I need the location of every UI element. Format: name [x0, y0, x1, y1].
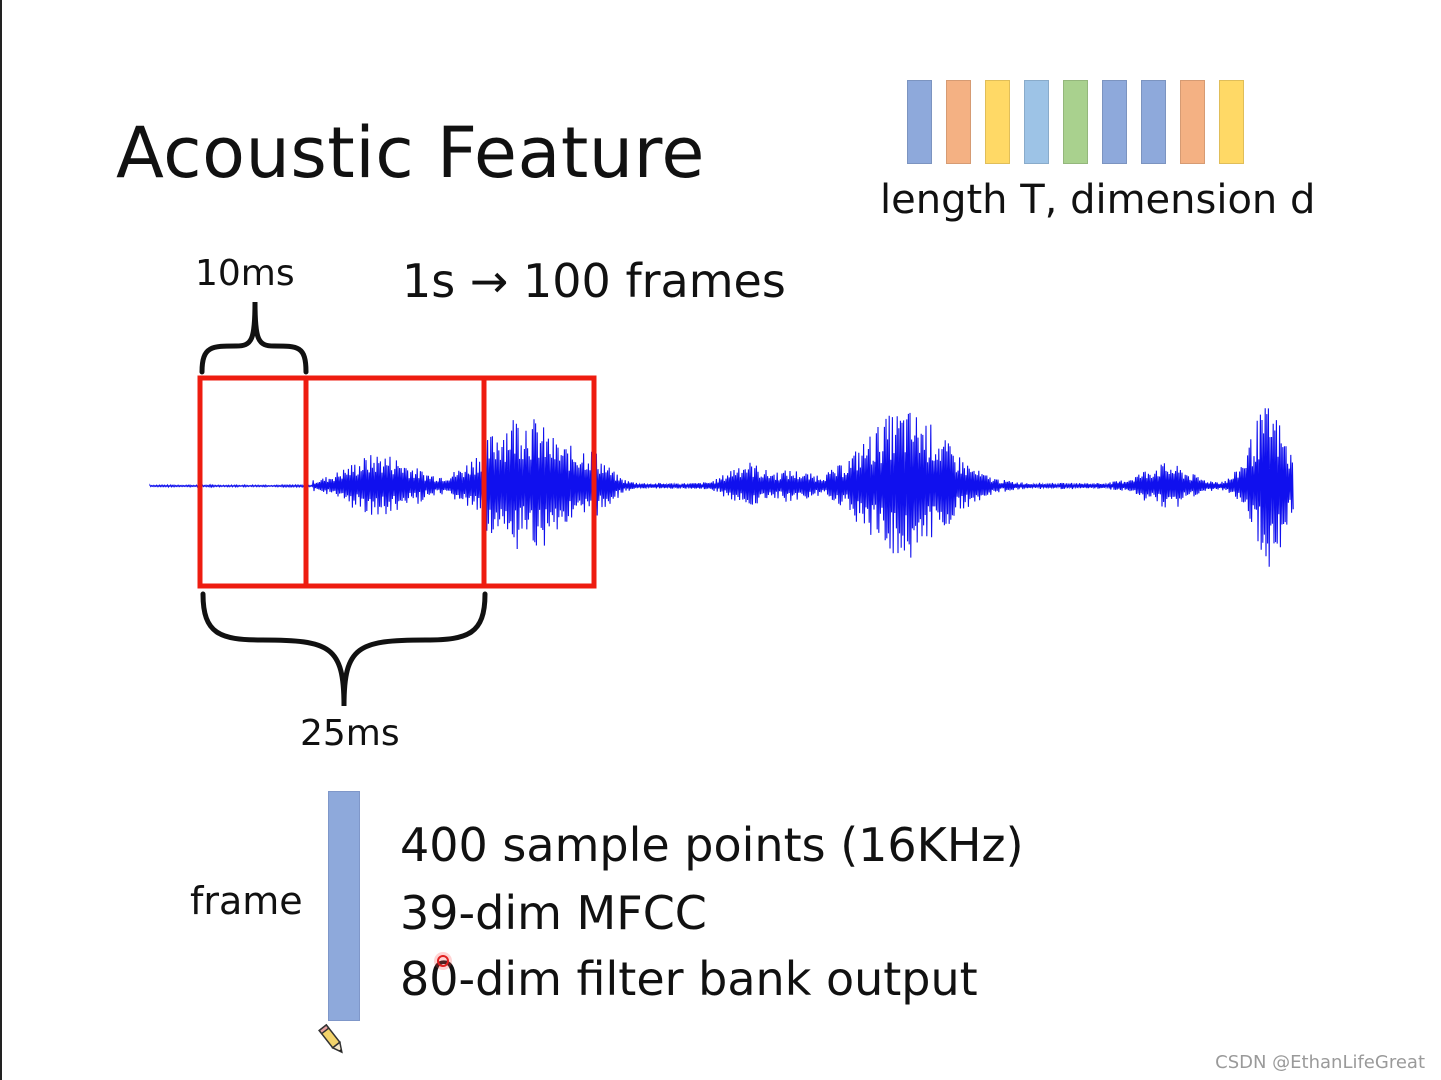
- left-border: [0, 0, 2, 1080]
- frame-windows: [197, 375, 597, 589]
- slide-title: Acoustic Feature: [116, 112, 705, 194]
- pencil-icon[interactable]: [318, 1022, 348, 1058]
- audio-waveform: [149, 408, 1294, 567]
- feature-frame-5: [1063, 80, 1088, 164]
- window-length-label: 25ms: [300, 713, 400, 754]
- shift-brace: [199, 301, 309, 375]
- feature-sequence: [907, 80, 1252, 164]
- feature-frame-3: [985, 80, 1010, 164]
- feature-frame-9: [1219, 80, 1244, 164]
- spec-filter-bank: 80-dim filter bank output: [400, 952, 978, 1006]
- spec-mfcc: 39-dim MFCC: [400, 886, 707, 940]
- frame-rate-label: 1s → 100 frames: [402, 254, 786, 308]
- window-brace: [200, 591, 488, 707]
- frame-label: frame: [190, 879, 303, 923]
- frame-shift-label: 10ms: [195, 253, 295, 294]
- laser-pointer-icon: [434, 952, 452, 970]
- feature-frame-4: [1024, 80, 1049, 164]
- sequence-label: length T, dimension d: [880, 177, 1316, 223]
- frame-window-1: [197, 375, 309, 589]
- watermark: CSDN @EthanLifeGreat: [1215, 1052, 1425, 1073]
- waveform-trace: [149, 408, 1294, 567]
- frame-vector: [328, 791, 360, 1021]
- feature-frame-1: [907, 80, 932, 164]
- feature-frame-8: [1180, 80, 1205, 164]
- spec-sample-points: 400 sample points (16KHz): [400, 818, 1024, 872]
- feature-frame-2: [946, 80, 971, 164]
- frame-window-3: [481, 375, 597, 589]
- feature-frame-7: [1141, 80, 1166, 164]
- feature-frame-6: [1102, 80, 1127, 164]
